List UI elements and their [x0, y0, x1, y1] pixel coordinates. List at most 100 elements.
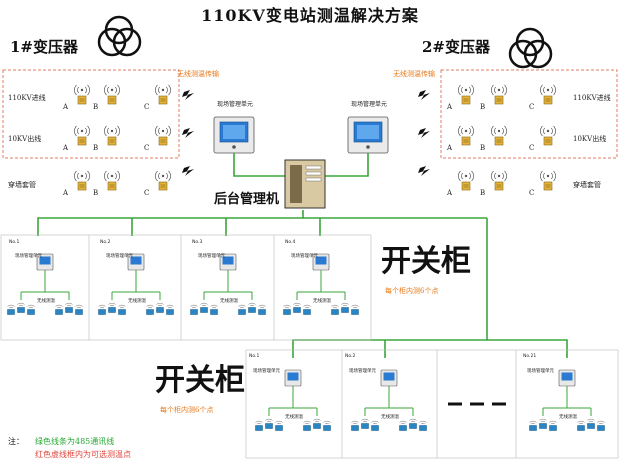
cabinet-top-1-unit-label: 现场管理单元 [15, 254, 42, 259]
cabinet-bottom-2-sensor-label: 无线测温 [381, 415, 399, 420]
cabinet-bottom-2-sensor-icon [399, 420, 407, 431]
cabinet-bottom-1-sensor-icon [275, 420, 283, 431]
field-unit-left-icon [213, 116, 255, 154]
cabinet-bottom-1-number: No.1 [249, 354, 260, 359]
cabinet-top-3-unit-label: 现场管理单元 [198, 254, 225, 259]
transformer-1-label: 1#变压器 [10, 38, 79, 56]
cabinet-top-3-sensor-icon [258, 304, 266, 315]
cabinet-bottom-3-number: No.21 [523, 354, 537, 359]
backend-server-icon [284, 159, 326, 209]
field-unit-right-icon [347, 116, 389, 154]
phase-a: A [63, 144, 69, 152]
phase-c: C [529, 189, 535, 197]
cabinet-top-4-number: No.4 [285, 240, 296, 245]
cabinet-top-3-number: No.3 [192, 240, 203, 245]
optional-zone-left [2, 69, 180, 159]
cabinet-top-4-sensor-icon [293, 302, 301, 313]
cabinet-top-3-sensor-icon [248, 302, 256, 313]
notes-prefix: 注： [8, 437, 24, 446]
transformer-2-icon [508, 27, 553, 69]
wireless-label-left: 无线测温传输 [177, 70, 219, 78]
rs485-links [37, 153, 568, 358]
phase-a: A [63, 103, 69, 111]
sensor-group-left [73, 84, 172, 191]
cabinet-top-2-sensor-icon [98, 304, 106, 315]
phase-a: A [63, 189, 69, 197]
notes-line-2: 红色虚线框内为可选测温点 [35, 450, 131, 459]
page-title: 110KV变电站测温解决方案 [201, 6, 419, 25]
cabinet-top-2-unit-label: 现场管理单元 [106, 254, 133, 259]
cabinet-bottom-2-sensor-icon [371, 420, 379, 431]
cabinet-top-4-sensor-icon [303, 304, 311, 315]
cabinet-bottom-1-unit-label: 现场管理单元 [253, 369, 280, 374]
transformer-2-label: 2#变压器 [422, 38, 491, 56]
phase-b: B [93, 103, 99, 111]
cabinet-top-1-sensor-icon [75, 304, 83, 315]
cabinet-bottom-3-unit-label: 现场管理单元 [527, 369, 554, 374]
cabinet-bottom-3-unit-icon [558, 369, 576, 387]
left-row-3-label: 穿墙套管 [8, 181, 36, 189]
cabinet-top-4-sensor-icon [331, 304, 339, 315]
sensor-group-right [457, 84, 557, 191]
cabinet-bottom-3-sensor-icon [539, 418, 547, 429]
cabinet-bottom-1-sensor-icon [313, 418, 321, 429]
switchgear-title-top: 开关柜 [381, 244, 471, 279]
cabinet-bottom-2-sensor-icon [409, 418, 417, 429]
cabinet-top-3-sensor-icon [238, 304, 246, 315]
left-row-2-label: 10KV出线 [8, 135, 42, 143]
cabinet-top-4-sensor-label: 无线测温 [313, 299, 331, 304]
phase-b: B [480, 144, 486, 152]
cabinet-top-1-number: No.1 [9, 240, 20, 245]
cabinet-top-2-number: No.2 [100, 240, 111, 245]
cabinet-top-3-sensor-icon [190, 304, 198, 315]
right-row-1-label: 110KV进线 [573, 94, 611, 102]
cabinet-bottom-3-sensor-icon [577, 420, 585, 431]
cabinet-top-3-sensor-label: 无线测温 [220, 299, 238, 304]
notes-line-1: 绿色线条为485通讯线 [35, 437, 115, 446]
phase-a: A [447, 103, 453, 111]
cabinet-bottom-2-unit-icon [380, 369, 398, 387]
phase-b: B [480, 189, 486, 197]
cabinet-top-2-sensor-icon [108, 302, 116, 313]
right-row-2-label: 10KV出线 [573, 135, 607, 143]
phase-c: C [529, 103, 535, 111]
cabinet-bottom-3-sensor-icon [529, 420, 537, 431]
cabinet-top-4-sensor-icon [351, 304, 359, 315]
cabinet-top-2-sensor-icon [156, 302, 164, 313]
cabinet-bottom-1-unit-icon [284, 369, 302, 387]
cabinet-bottom-2-sensor-icon [351, 420, 359, 431]
phase-a: A [447, 189, 453, 197]
cabinet-bottom-1-sensor-label: 无线测温 [285, 415, 303, 420]
cabinet-top-2-sensor-icon [118, 304, 126, 315]
cabinet-bottom-2-sensor-icon [419, 420, 427, 431]
phase-b: B [480, 103, 486, 111]
cabinet-top-1-sensor-icon [7, 304, 15, 315]
cabinet-bottom-3-sensor-label: 无线测温 [559, 415, 577, 420]
cabinet-top-1-sensor-icon [27, 304, 35, 315]
cabinet-bottom-1-sensor-icon [323, 420, 331, 431]
switchgear-title-bottom: 开关柜 [155, 363, 245, 398]
phase-c: C [144, 103, 150, 111]
phase-a: A [447, 144, 453, 152]
cabinet-bottom-3-sensor-icon [587, 418, 595, 429]
cabinet-top-1-sensor-icon [65, 302, 73, 313]
switchgear-bottom [245, 349, 619, 459]
backend-label: 后台管理机 [214, 192, 280, 207]
cabinet-bottom-2-number: No.2 [345, 354, 356, 359]
cabinet-top-1-sensor-icon [17, 302, 25, 313]
wireless-label-right: 无线测温传输 [393, 70, 435, 78]
cabinet-bottom-3-sensor-icon [549, 420, 557, 431]
cabinet-internals-bottom [255, 369, 605, 431]
cabinet-bottom-3-sensor-icon [597, 420, 605, 431]
switchgear-top [0, 234, 372, 341]
switchgear-caption-top: 每个柜内测6个点 [385, 287, 439, 295]
cabinet-top-1-sensor-icon [55, 304, 63, 315]
cabinet-bottom-2-unit-label: 现场管理单元 [349, 369, 376, 374]
cabinet-top-1-sensor-label: 无线测温 [37, 299, 55, 304]
transformer-1-icon [97, 15, 142, 57]
field-unit-right-label: 现场管理单元 [351, 101, 388, 108]
cabinet-top-2-sensor-icon [146, 304, 154, 315]
cabinet-top-3-sensor-icon [200, 302, 208, 313]
switchgear-caption-bottom: 每个柜内测6个点 [160, 406, 214, 414]
